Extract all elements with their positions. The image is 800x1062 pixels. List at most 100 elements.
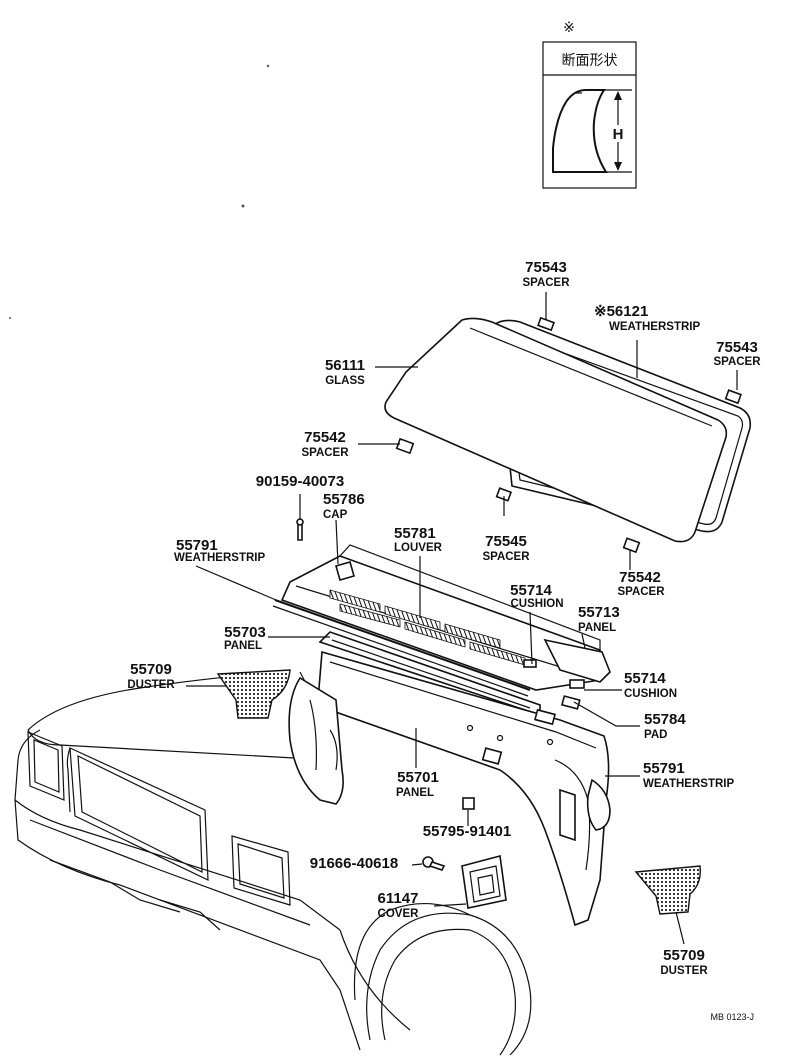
bolt-91666 xyxy=(422,856,446,871)
speck xyxy=(9,317,11,319)
part-number: 55714 xyxy=(510,582,552,599)
cushion-55714-top xyxy=(523,659,537,668)
duster-55709-right-shape xyxy=(634,865,701,915)
panel-55713-shape xyxy=(543,638,611,683)
label-spacer-75542-bottom: 75542 SPACER xyxy=(617,569,665,598)
label-weatherstrip-55791-upper: 55791 WEATHERSTRIP xyxy=(174,537,265,564)
label-weatherstrip-56121: ※56121 WEATHERSTRIP xyxy=(594,303,700,333)
part-number: 55786 xyxy=(323,491,365,508)
part-name: SPACER xyxy=(713,356,761,368)
label-cushion-55714-top: 55714 CUSHION xyxy=(510,582,563,610)
cover-61147-shape xyxy=(461,854,507,909)
part-number: 61147 xyxy=(378,890,419,907)
part-name: CUSHION xyxy=(624,688,677,700)
spacer-75542-bottom xyxy=(622,537,641,554)
dimension-arrow-top xyxy=(614,91,622,100)
part-number: 55714 xyxy=(624,670,666,687)
part-name: SPACER xyxy=(617,586,665,598)
inset-frame xyxy=(542,41,637,189)
part-name: PANEL xyxy=(224,640,262,652)
part-labels: 75543 SPACER ※56121 WEATHERSTRIP 75543 S… xyxy=(127,259,761,1022)
label-screw-90159-40073: 90159-40073 xyxy=(256,473,344,490)
part-name: WEATHERSTRIP xyxy=(643,778,734,790)
part-name: GLASS xyxy=(325,375,365,387)
weatherstrip-55791-upper-shape xyxy=(274,599,531,691)
part-number: 55703 xyxy=(224,624,266,641)
part-name: PANEL xyxy=(578,622,616,634)
cap-55786-shape xyxy=(335,561,355,581)
spacer-75545 xyxy=(495,487,513,502)
label-weatherstrip-55791-lower: 55791 WEATHERSTRIP xyxy=(643,760,734,790)
part-number: ※56121 xyxy=(594,303,648,320)
part-number: 90159-40073 xyxy=(256,473,344,490)
label-spacer-75542-left: 75542 SPACER xyxy=(301,429,349,459)
part-name: PANEL xyxy=(396,787,434,799)
part-number: 55795-91401 xyxy=(423,823,511,840)
part-number: 75545 xyxy=(485,533,527,550)
part-number: 55791 xyxy=(643,760,685,777)
part-number: 56111 xyxy=(325,357,365,374)
label-bolt-91666-40618: 91666-40618 xyxy=(310,855,398,872)
part-name: WEATHERSTRIP xyxy=(174,552,265,564)
part-number: 75543 xyxy=(716,339,758,356)
part-number: 91666-40618 xyxy=(310,855,398,872)
label-cap-55786: 55786 CAP xyxy=(323,491,365,521)
label-panel-55701: 55701 PANEL xyxy=(396,769,439,799)
part-number: 55709 xyxy=(130,661,172,678)
leader-lines xyxy=(186,292,738,945)
part-name: CAP xyxy=(323,509,348,521)
part-name: SPACER xyxy=(482,551,530,563)
screw-90159 xyxy=(297,523,303,541)
duster-55709-left-shape xyxy=(216,669,291,719)
cross-section-inset: ※ 断面形状 H xyxy=(542,20,637,189)
label-cushion-55714-right: 55714 CUSHION xyxy=(624,670,677,700)
drawing-code: MB 0123-J xyxy=(710,1012,754,1022)
label-pad-55784: 55784 PAD xyxy=(644,711,686,741)
cowl-panel-55701 xyxy=(288,650,611,927)
weatherstrip-profile xyxy=(552,89,608,173)
label-glass-56111: 56111 GLASS xyxy=(325,357,365,387)
part-name: SPACER xyxy=(522,277,570,289)
part-number: 75542 xyxy=(619,569,661,586)
label-duster-55709-left: 55709 DUSTER xyxy=(127,661,175,691)
part-number: 55781 xyxy=(394,525,436,542)
part-name: WEATHERSTRIP xyxy=(609,321,700,333)
part-name: SPACER xyxy=(301,447,349,459)
part-name: COVER xyxy=(378,908,420,920)
label-cover-61147: 61147 COVER xyxy=(378,890,420,920)
part-name: DUSTER xyxy=(127,679,175,691)
inset-symbol: ※ xyxy=(563,20,575,36)
part-number: 75542 xyxy=(304,429,346,446)
louver-slots xyxy=(329,589,526,666)
cushion-55714-right xyxy=(569,679,585,689)
dimension-arrow-bottom xyxy=(614,162,622,171)
label-panel-55713: 55713 PANEL xyxy=(578,604,620,634)
part-name: LOUVER xyxy=(394,542,443,554)
label-clip-55795-91401: 55795-91401 xyxy=(423,823,511,840)
windshield-assembly xyxy=(384,316,752,554)
part-name: PAD xyxy=(644,729,667,741)
part-number: 55701 xyxy=(397,769,439,786)
pad-55784-shape xyxy=(560,695,581,710)
part-name: DUSTER xyxy=(660,965,708,977)
speck xyxy=(266,64,270,68)
clip-55795 xyxy=(462,797,475,810)
spacer-75542-left xyxy=(395,437,415,455)
dimension-label: H xyxy=(613,126,624,143)
speck xyxy=(241,204,245,208)
label-spacer-75545: 75545 SPACER xyxy=(482,533,530,563)
label-spacer-75543-top: 75543 SPACER xyxy=(522,259,570,289)
label-louver-55781: 55781 LOUVER xyxy=(394,525,443,554)
spacer-75543-top xyxy=(537,316,555,332)
part-number: 55713 xyxy=(578,604,620,621)
label-spacer-75543-right: 75543 SPACER xyxy=(713,339,761,368)
part-name: CUSHION xyxy=(510,598,563,610)
cowl-assembly xyxy=(272,518,611,717)
inset-title: 断面形状 xyxy=(562,53,618,69)
label-panel-55703: 55703 PANEL xyxy=(224,624,266,652)
glass-56111-shape xyxy=(384,317,728,543)
part-number: 75543 xyxy=(525,259,567,276)
spacer-75543-right xyxy=(724,389,742,405)
part-number: 55709 xyxy=(663,947,705,964)
